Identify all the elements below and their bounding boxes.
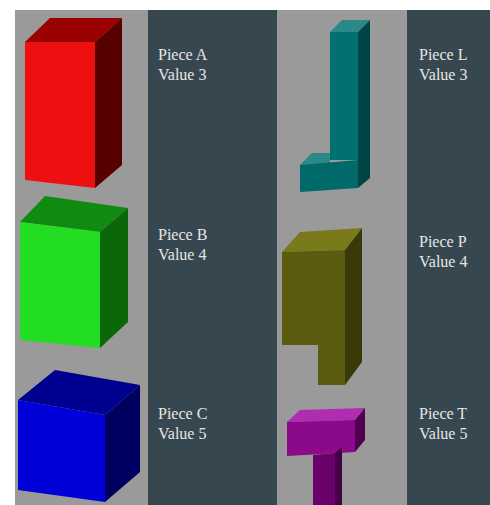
- dark-panel: [148, 10, 277, 505]
- piece-name: Piece L: [419, 45, 467, 65]
- piece-name: Piece C: [158, 404, 207, 424]
- piece-l-block: [300, 20, 370, 192]
- piece-value: Value 4: [158, 245, 206, 265]
- piece-name: Piece A: [158, 45, 207, 65]
- piece-name: Piece T: [419, 404, 467, 424]
- piece-a-block: [25, 18, 122, 188]
- piece-name: Piece P: [419, 232, 467, 252]
- dark-panel: [407, 10, 490, 505]
- piece-value: Value 5: [419, 424, 467, 444]
- piece-t-block: [287, 408, 365, 505]
- piece-name: Piece B: [158, 225, 207, 245]
- gray-ground: [15, 10, 490, 505]
- piece-value: Value 4: [419, 252, 467, 272]
- piece-c-block: [18, 370, 140, 502]
- piece-b-block: [20, 196, 128, 348]
- piece-p-block: [282, 228, 362, 385]
- piece-value: Value 3: [158, 65, 206, 85]
- piece-value: Value 3: [419, 65, 467, 85]
- piece-value: Value 5: [158, 424, 206, 444]
